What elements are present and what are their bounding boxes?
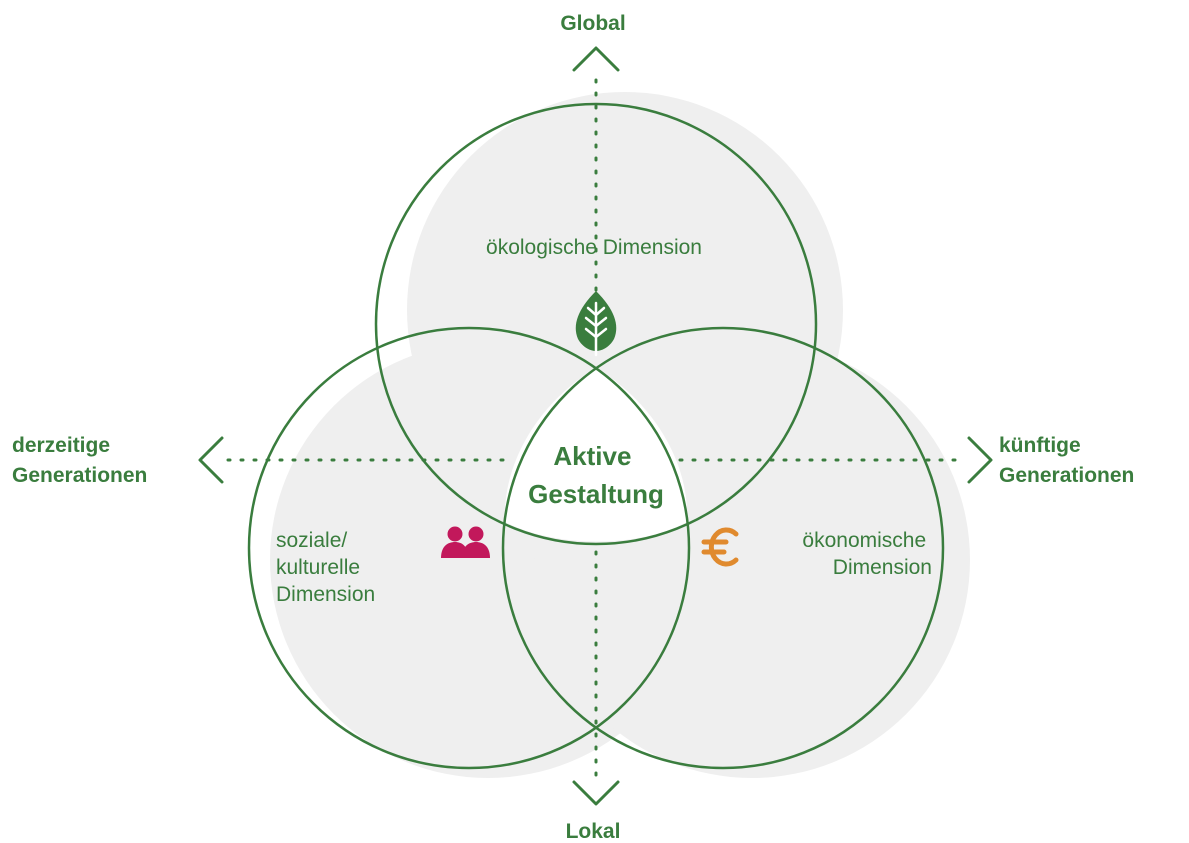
circle-ecological: [374, 102, 818, 546]
axis-label-top: Global: [560, 12, 625, 35]
label-social: soziale/ kulturelle Dimension: [276, 529, 375, 606]
arrow-down-icon: [572, 780, 620, 806]
people-icon: [441, 526, 490, 558]
axis-arrows: [198, 46, 993, 806]
axis-label-left: derzeitige Generationen: [12, 434, 147, 487]
label-ecological: ökologische Dimension: [486, 236, 702, 259]
euro-icon: [701, 527, 739, 567]
arrow-right-icon: [967, 436, 993, 484]
axis-label-right: künftige Generationen: [999, 434, 1134, 487]
circle-economic: [501, 326, 945, 770]
axes: [226, 78, 964, 787]
arrow-left-icon: [198, 436, 224, 484]
circle-social: [247, 326, 691, 770]
axis-label-bottom: Lokal: [566, 820, 621, 843]
label-economic: ökonomische Dimension: [802, 529, 932, 579]
center-label: Aktive Gestaltung: [528, 441, 664, 509]
venn-circles: [247, 102, 945, 770]
arrow-up-icon: [572, 46, 620, 72]
leaf-icon: [575, 291, 617, 357]
